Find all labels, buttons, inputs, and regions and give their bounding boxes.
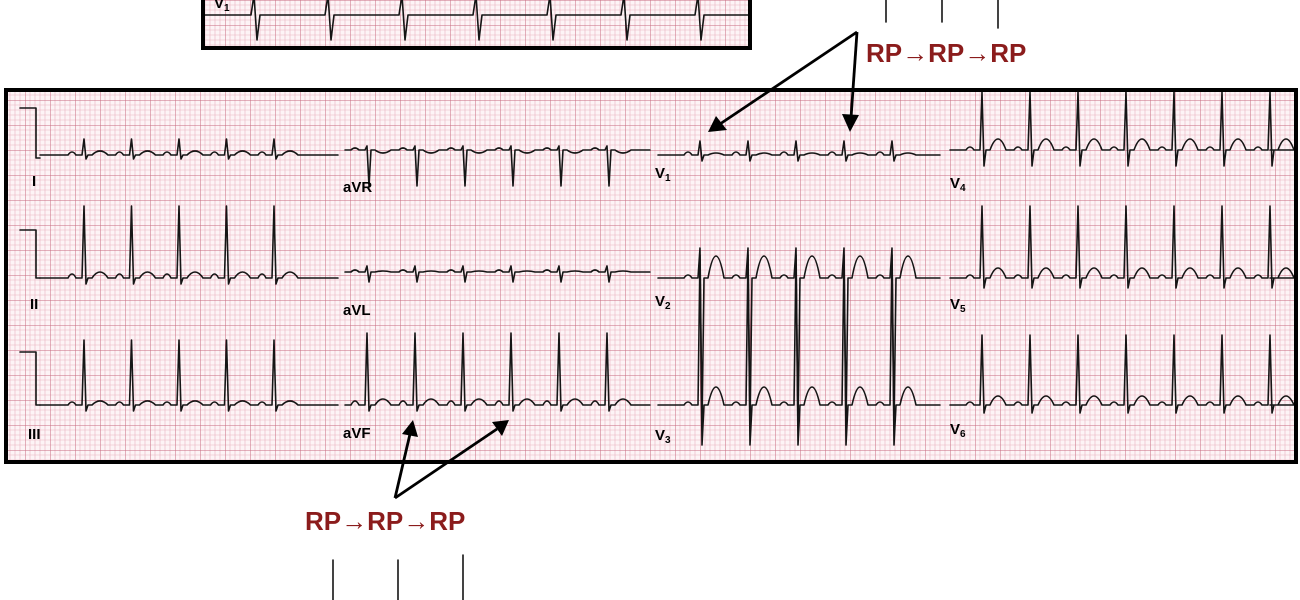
lead-label-I: I [32, 173, 36, 190]
lead-label-aVL: aVL [343, 302, 371, 319]
arrow-to-v1-beat-1 [719, 30, 858, 126]
lead-label-aVR: aVR [343, 179, 372, 196]
lead-label-V5: V5 [950, 296, 966, 315]
trace-lead-III [39, 339, 339, 412]
arrowhead-v1-beat-1 [708, 116, 727, 132]
bottom-left-qrs-fragment [332, 554, 464, 600]
lead-label-aVF: aVF [343, 425, 371, 442]
rp-annotation-bottom: RP→RP→RP [305, 506, 465, 536]
top-right-arrows [708, 30, 859, 132]
bottom-left-qrs-trace [332, 554, 464, 600]
main-ecg-strip: I II III aVR aVL aVF V1 V2 V3 V4 V5 V6 [4, 88, 1298, 464]
trace-lead-V6 [949, 334, 1295, 414]
trace-lead-aVL [344, 265, 651, 283]
trace-lead-aVF [344, 332, 651, 412]
top-ecg-strip: V1 [201, 0, 752, 50]
top-strip-lead-label: V1 [214, 0, 230, 14]
lead-label-II: II [30, 296, 38, 313]
arrowhead-v1-beat-2 [842, 114, 859, 132]
main-strip-paper [6, 90, 1296, 462]
top-right-qrs-trace [885, 0, 999, 29]
trace-lead-aVR [344, 145, 651, 187]
lead-label-V1: V1 [655, 165, 671, 184]
lead-label-V2: V2 [655, 293, 671, 312]
lead-label-V3: V3 [655, 427, 671, 446]
top-strip-frame [201, 0, 752, 50]
trace-lead-V1 [657, 140, 941, 162]
arrowhead-avf-beat-2 [492, 420, 509, 436]
bottom-left-arrows [393, 420, 509, 500]
calibration-pulses [19, 107, 41, 406]
top-strip-trace [204, 0, 749, 41]
arrow-to-avf-beat-1 [393, 433, 412, 499]
main-strip-frame [4, 88, 1298, 464]
trace-lead-V5 [949, 205, 1295, 289]
lead-label-III: III [28, 426, 41, 443]
lead-label-V4: V4 [950, 175, 966, 194]
rp-annotation-top: RP→RP→RP [866, 38, 1026, 68]
trace-lead-I [39, 138, 339, 160]
arrowhead-avf-beat-1 [402, 420, 418, 437]
lead-label-V6: V6 [950, 421, 966, 440]
arrow-to-avf-beat-2 [394, 427, 498, 500]
trace-lead-II [39, 205, 339, 285]
top-right-qrs-fragment [885, 0, 999, 29]
trace-lead-V3 [657, 254, 941, 446]
arrow-to-v1-beat-2 [849, 31, 859, 119]
